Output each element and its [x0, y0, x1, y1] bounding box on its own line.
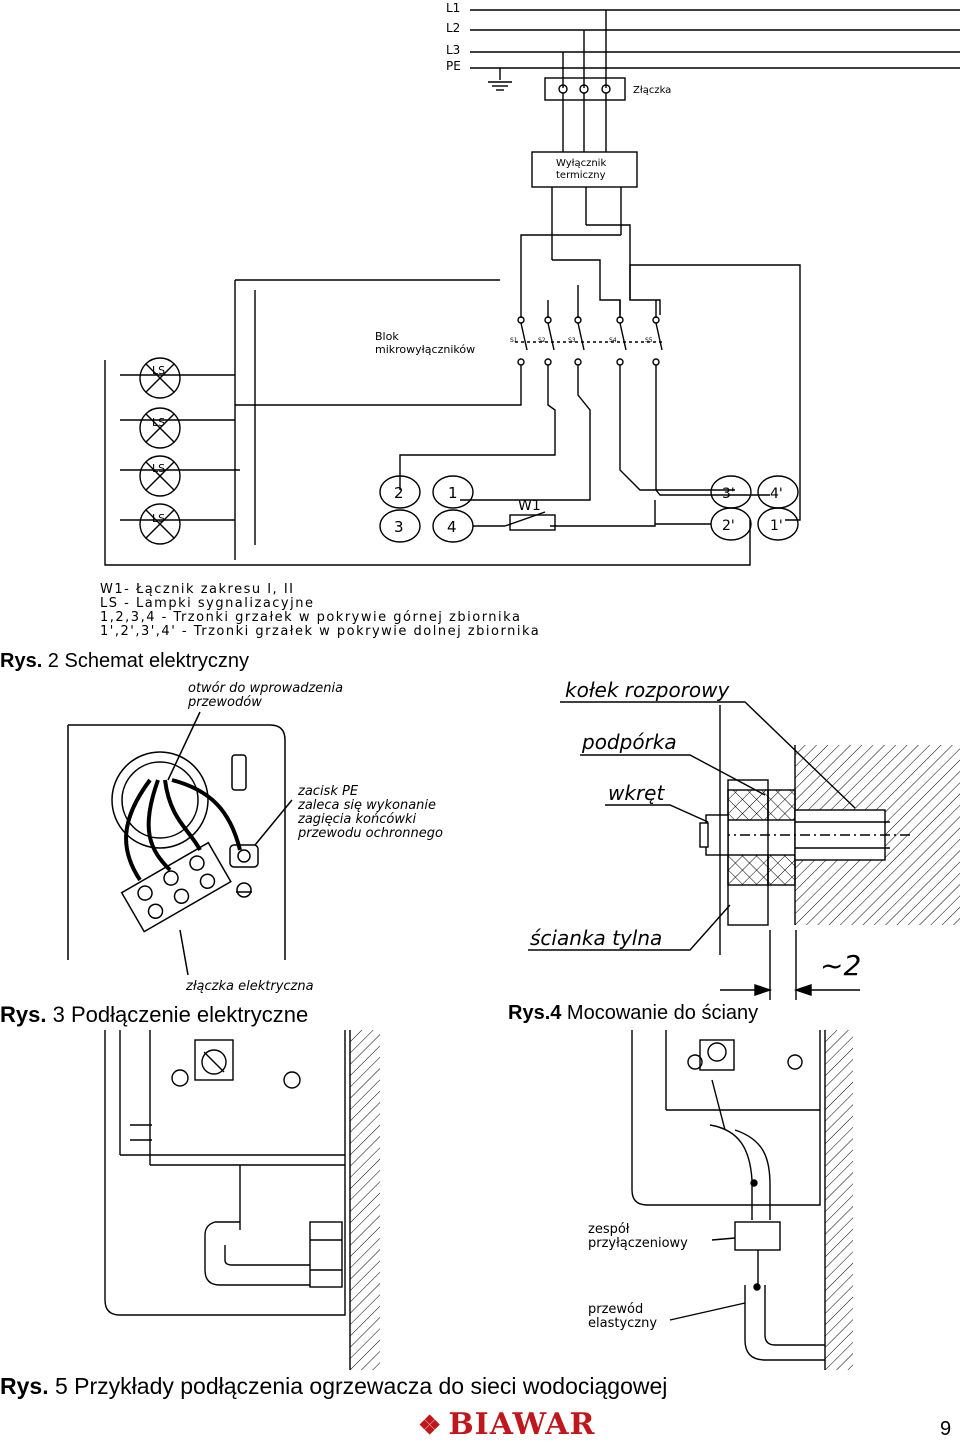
caption-prefix: Rys. — [0, 1373, 49, 1399]
terminal-1p-label: 1' — [770, 518, 783, 534]
assembly-label-2: przyłączeniowy — [588, 1236, 688, 1251]
schematic-labels: L1 L2 L3 PE Złączka Wyłącznik termiczny … — [152, 1, 783, 536]
pe-terminal-label-2: zaleca się wykonanie — [297, 798, 436, 813]
caption-text: Mocowanie do ściany — [561, 1002, 759, 1024]
figure-4-caption: Rys.4 Mocowanie do ściany — [508, 1002, 758, 1025]
water-connection-labels: zespół przyłączeniowy przewód elastyczny — [588, 1222, 688, 1331]
connection-labels: otwór do wprowadzenia przewodów zacisk P… — [185, 681, 443, 994]
switch-block-label-1: Blok — [375, 330, 399, 343]
caption-text: 5 Przykłady podłączenia ogrzewacza do si… — [48, 1373, 668, 1399]
terminal-4p-label: 4' — [770, 486, 783, 502]
thermal-switch-label-2: termiczny — [556, 170, 606, 181]
brand-name: BIAWAR — [448, 1407, 596, 1442]
terminal-2-label: 2 — [394, 484, 404, 502]
legend-line: W1- Łącznik zakresu I, II — [100, 582, 295, 597]
terminal-block-label: złączka elektryczna — [185, 979, 314, 994]
thermal-switch-label-1: Wyłącznik — [556, 158, 606, 169]
terminal-3p-label: 3' — [722, 486, 735, 502]
wall-mount-drawing — [528, 701, 960, 1000]
assembly-label-1: zespół — [588, 1222, 630, 1237]
switch-s2-label: S2 — [538, 337, 546, 344]
figure-3-caption: Rys. 3 Podłączenie elektryczne — [0, 1002, 308, 1028]
legend-line: 1',2',3',4' - Trzonki grzałek w pokrywie… — [100, 624, 541, 639]
line-label-l3: L3 — [446, 43, 460, 57]
electrical-schematic — [104, 9, 960, 566]
pe-terminal-label-1: zacisk PE — [297, 784, 359, 799]
screw-label: wkręt — [608, 781, 665, 805]
caption-text: 3 Podłączenie elektryczne — [46, 1002, 309, 1027]
switch-s4-label: S4 — [609, 337, 617, 344]
hose-label-1: przewód — [588, 1302, 643, 1317]
water-connection-right — [631, 1030, 853, 1370]
terminal-4-label: 4 — [447, 518, 457, 536]
switch-block-label-2: mikrowyłączników — [375, 343, 475, 356]
connection-drawing — [67, 711, 293, 976]
line-label-pe: PE — [446, 59, 461, 73]
terminal-2p-label: 2' — [722, 518, 735, 534]
caption-prefix: Rys.4 — [508, 1002, 562, 1024]
water-connection-left — [104, 1030, 380, 1370]
page-number: 9 — [940, 1418, 952, 1440]
line-label-l1: L1 — [446, 1, 460, 15]
caption-prefix: Rys. — [0, 650, 43, 672]
range-switch-label: W1 — [518, 498, 541, 514]
schematic-legend: W1- Łącznik zakresu I, II LS - Lampki sy… — [100, 583, 540, 639]
figure-5-caption: Rys. 5 Przykłady podłączenia ogrzewacza … — [0, 1373, 667, 1400]
caption-prefix: Rys. — [0, 1002, 47, 1027]
pe-terminal-label-3: zagięcia końcówki — [297, 812, 416, 827]
pe-terminal-label-4: przewodu ochronnego — [297, 826, 443, 841]
gap-label: ~2 — [820, 949, 861, 982]
caption-text: 2 Schemat elektryczny — [42, 650, 249, 672]
terminal-1-label: 1 — [448, 484, 458, 502]
terminal-3-label: 3 — [394, 518, 404, 536]
line-label-l2: L2 — [446, 21, 460, 35]
connector-label: Złączka — [633, 85, 671, 96]
anchor-label: kołek rozporowy — [565, 678, 731, 702]
brand-logo: ❖BIAWAR — [418, 1407, 595, 1442]
switch-s3-label: S3 — [568, 337, 576, 344]
switch-s1-label: S1 — [510, 337, 518, 344]
lamp-label: LS — [152, 364, 165, 377]
lamp-label: LS — [152, 512, 165, 525]
back-wall-label: ścianka tylna — [530, 926, 662, 950]
cable-opening-label-1: otwór do wprowadzenia — [188, 681, 343, 696]
wall-mount-labels: kołek rozporowy podpórka wkręt ścianka t… — [530, 678, 861, 982]
cable-opening-label-2: przewodów — [187, 695, 262, 710]
brand-mark-icon: ❖ — [418, 1411, 443, 1441]
support-label: podpórka — [581, 730, 677, 754]
legend-line: LS - Lampki sygnalizacyjne — [100, 596, 315, 611]
lamp-label: LS — [152, 416, 165, 429]
figure-2-caption: Rys. 2 Schemat elektryczny — [0, 650, 249, 673]
lamp-label: LS — [152, 462, 165, 475]
legend-line: 1,2,3,4 - Trzonki grzałek w pokrywie gór… — [100, 610, 522, 625]
hose-label-2: elastyczny — [588, 1316, 657, 1331]
switch-s5-label: S5 — [645, 337, 653, 344]
